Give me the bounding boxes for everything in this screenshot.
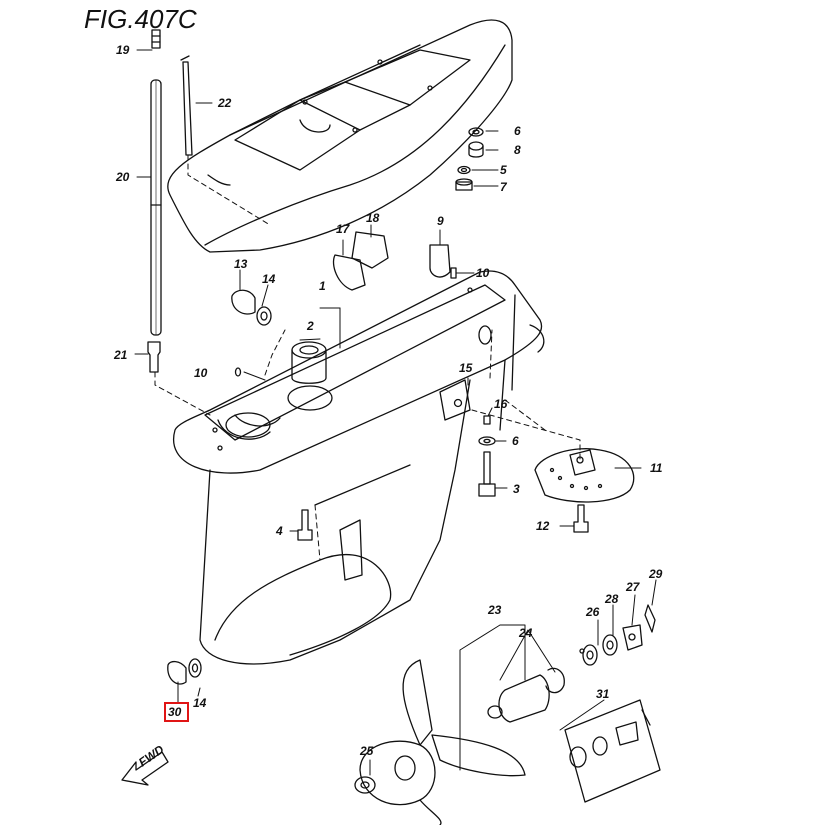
trim-tab-11-drawing (534, 448, 635, 503)
callout-13[interactable]: 13 (234, 257, 248, 271)
callout-10[interactable]: 10 (476, 266, 490, 280)
bolt-3-washer-6-drawing (478, 436, 496, 497)
bolts-4-12-drawing (297, 504, 589, 541)
bushing-23-24-drawing (487, 667, 565, 723)
callout-18[interactable]: 18 (366, 211, 380, 225)
callout-31[interactable]: 31 (596, 687, 610, 701)
callout-17[interactable]: 17 (336, 222, 350, 236)
plug-13-14-drawing (231, 289, 272, 377)
callout-3[interactable]: 3 (513, 482, 520, 496)
callout-21[interactable]: 21 (114, 348, 128, 362)
washers-nuts-drawing (455, 127, 484, 191)
callout-1[interactable]: 1 (319, 279, 326, 293)
callout-12[interactable]: 12 (536, 519, 550, 533)
callout-30[interactable]: 30 (168, 705, 182, 719)
callout-29[interactable]: 29 (649, 567, 663, 581)
callout-14-lower[interactable]: 14 (193, 696, 207, 710)
fwd-arrow-icon (121, 751, 169, 786)
shift-rod-drawing (150, 79, 162, 336)
figure-title: FIG.407C (84, 4, 197, 34)
callout-24[interactable]: 24 (519, 626, 533, 640)
callout-15[interactable]: 15 (459, 361, 473, 375)
callout-5[interactable]: 5 (500, 163, 507, 177)
highlight-box (164, 702, 189, 722)
plug-30-14-drawing (167, 658, 202, 685)
propeller-drawing (354, 659, 526, 825)
anode-15-16-drawing (439, 379, 491, 425)
tie-22-drawing (180, 55, 193, 156)
callout-10-lower[interactable]: 10 (194, 366, 208, 380)
kit-31-drawing (564, 699, 661, 803)
clips-drawing (332, 231, 457, 291)
callout-25[interactable]: 25 (360, 744, 374, 758)
callout-7[interactable]: 7 (500, 180, 507, 194)
callout-20[interactable]: 20 (116, 170, 130, 184)
leader-lines (134, 49, 657, 776)
callout-11[interactable]: 11 (650, 461, 663, 475)
callout-8[interactable]: 8 (514, 143, 521, 157)
callout-6[interactable]: 6 (514, 124, 521, 138)
callout-6-lower[interactable]: 6 (512, 434, 519, 448)
dashed-reference-lines (154, 154, 581, 561)
rod-end-21-drawing (147, 341, 161, 373)
callout-9[interactable]: 9 (437, 214, 444, 228)
gearcase-housing-drawing (172, 270, 545, 665)
callout-22[interactable]: 22 (218, 96, 232, 110)
callout-16[interactable]: 16 (494, 397, 508, 411)
callout-26[interactable]: 26 (586, 605, 600, 619)
callout-23[interactable]: 23 (488, 603, 502, 617)
gearcase-cover-drawing (167, 19, 513, 253)
callout-27[interactable]: 27 (626, 580, 640, 594)
callout-2[interactable]: 2 (307, 319, 314, 333)
pin-19-drawing (151, 29, 161, 49)
callout-28[interactable]: 28 (605, 592, 619, 606)
callout-4[interactable]: 4 (276, 524, 283, 538)
callout-19[interactable]: 19 (116, 43, 130, 57)
washers-26-28-27-drawing (579, 604, 656, 666)
callout-14[interactable]: 14 (262, 272, 276, 286)
